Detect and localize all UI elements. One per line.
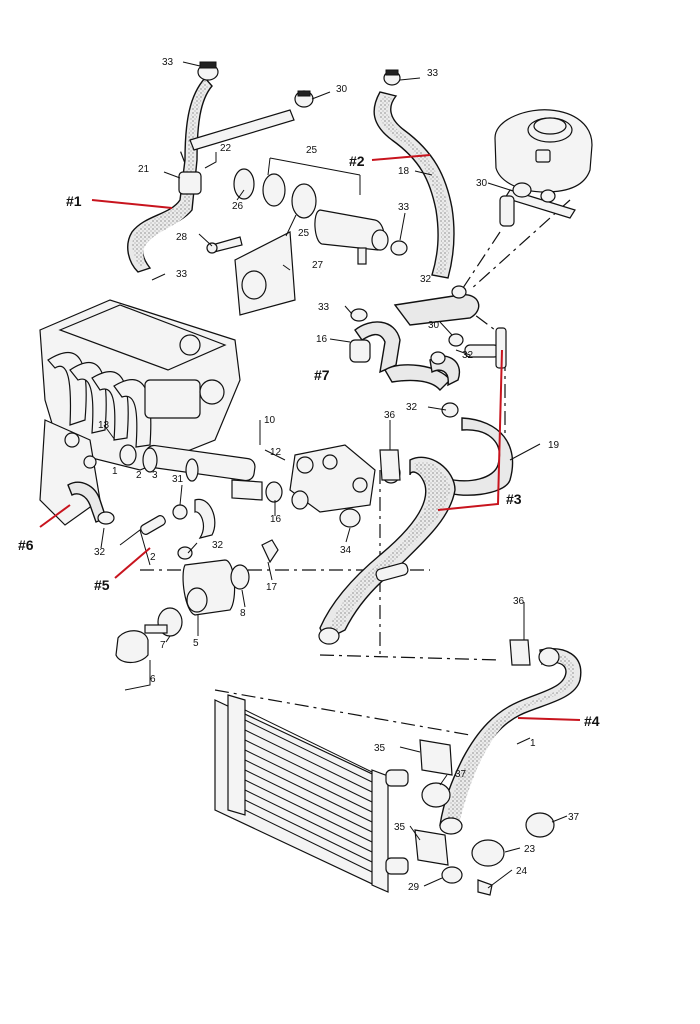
callout-tag-5: #5 bbox=[94, 577, 110, 593]
callout-tag-4: #4 bbox=[584, 713, 600, 729]
callout-line-1 bbox=[91, 199, 173, 209]
clamp-group-32 bbox=[430, 285, 507, 418]
label-36: 36 bbox=[384, 410, 396, 421]
radiator-fins bbox=[244, 709, 373, 873]
label-16: 16 bbox=[316, 334, 328, 345]
label-29: 29 bbox=[408, 882, 420, 893]
label-19: 19 bbox=[548, 440, 560, 451]
label-28: 28 bbox=[176, 232, 188, 243]
hose-4 bbox=[439, 647, 582, 835]
callout-tag-6: #6 bbox=[18, 537, 34, 553]
label-2: 2 bbox=[136, 470, 142, 481]
label-32: 32 bbox=[462, 350, 474, 361]
label-32: 32 bbox=[406, 402, 418, 413]
radiator bbox=[214, 694, 409, 893]
callout-tag-1: #1 bbox=[66, 193, 82, 209]
label-35: 35 bbox=[394, 822, 406, 833]
callout-tag-3: #3 bbox=[506, 491, 522, 507]
clamp-30-top bbox=[294, 90, 314, 108]
callout-line-3 bbox=[437, 349, 503, 511]
label-25: 25 bbox=[306, 145, 318, 156]
label-22: 22 bbox=[220, 143, 232, 154]
label-12: 12 bbox=[270, 447, 282, 458]
callout-line-6 bbox=[39, 504, 71, 528]
callout-tags: #1 #2 #3 #4 #5 #6 #7 bbox=[18, 153, 600, 729]
label-16b: 16 bbox=[270, 514, 282, 525]
label-2b: 2 bbox=[150, 552, 156, 563]
label-33: 33 bbox=[398, 202, 410, 213]
expansion-tank bbox=[494, 109, 593, 227]
label-33: 33 bbox=[176, 269, 188, 280]
label-26: 26 bbox=[232, 201, 244, 212]
callout-tag-2: #2 bbox=[349, 153, 365, 169]
label-8: 8 bbox=[240, 608, 246, 619]
label-37: 37 bbox=[568, 812, 580, 823]
engine-block bbox=[39, 299, 241, 526]
label-34: 34 bbox=[340, 545, 352, 556]
label-24: 24 bbox=[516, 866, 528, 877]
callout-lines bbox=[39, 154, 581, 721]
label-32: 32 bbox=[94, 547, 106, 558]
hose-18 bbox=[373, 91, 455, 279]
label-33: 33 bbox=[318, 302, 330, 313]
label-3: 3 bbox=[152, 470, 158, 481]
hose-6 bbox=[67, 481, 115, 525]
leader-lines bbox=[100, 61, 568, 889]
callout-line-2 bbox=[371, 154, 431, 161]
label-25b: 25 bbox=[298, 228, 310, 239]
label-32: 32 bbox=[212, 540, 224, 551]
label-1: 1 bbox=[530, 738, 536, 749]
clamp-33-top-left bbox=[197, 61, 219, 81]
label-10: 10 bbox=[264, 415, 276, 426]
coolant-flange bbox=[289, 444, 376, 528]
callout-line-4 bbox=[517, 717, 581, 721]
label-1: 1 bbox=[112, 466, 118, 477]
label-23: 23 bbox=[524, 844, 536, 855]
label-7: 7 bbox=[160, 640, 166, 651]
label-33: 33 bbox=[427, 68, 439, 79]
callout-line-5 bbox=[114, 547, 151, 579]
label-13: 13 bbox=[98, 420, 110, 431]
callout-tag-7: #7 bbox=[314, 367, 330, 383]
label-6: 6 bbox=[150, 674, 156, 685]
label-5: 5 bbox=[193, 638, 199, 649]
label-33: 33 bbox=[162, 57, 174, 68]
clamp-33-second bbox=[383, 69, 401, 86]
label-17: 17 bbox=[266, 582, 278, 593]
label-37: 37 bbox=[455, 769, 467, 780]
label-35: 35 bbox=[374, 743, 386, 754]
label-30: 30 bbox=[336, 84, 348, 95]
label-36: 36 bbox=[513, 596, 525, 607]
label-32: 32 bbox=[420, 274, 432, 285]
hose-21 bbox=[127, 76, 295, 273]
thermostat-parts bbox=[206, 157, 408, 316]
label-18: 18 bbox=[398, 166, 410, 177]
oil-cooler-parts bbox=[115, 498, 279, 664]
label-31: 31 bbox=[172, 474, 184, 485]
part-number-labels: 33 30 33 21 22 25 18 30 26 25 33 28 27 3… bbox=[94, 57, 580, 893]
coolant-pipe bbox=[119, 444, 283, 503]
label-27: 27 bbox=[312, 260, 324, 271]
lower-clamps bbox=[379, 449, 555, 896]
label-30: 30 bbox=[476, 178, 488, 189]
label-30: 30 bbox=[428, 320, 440, 331]
label-21: 21 bbox=[138, 164, 150, 175]
